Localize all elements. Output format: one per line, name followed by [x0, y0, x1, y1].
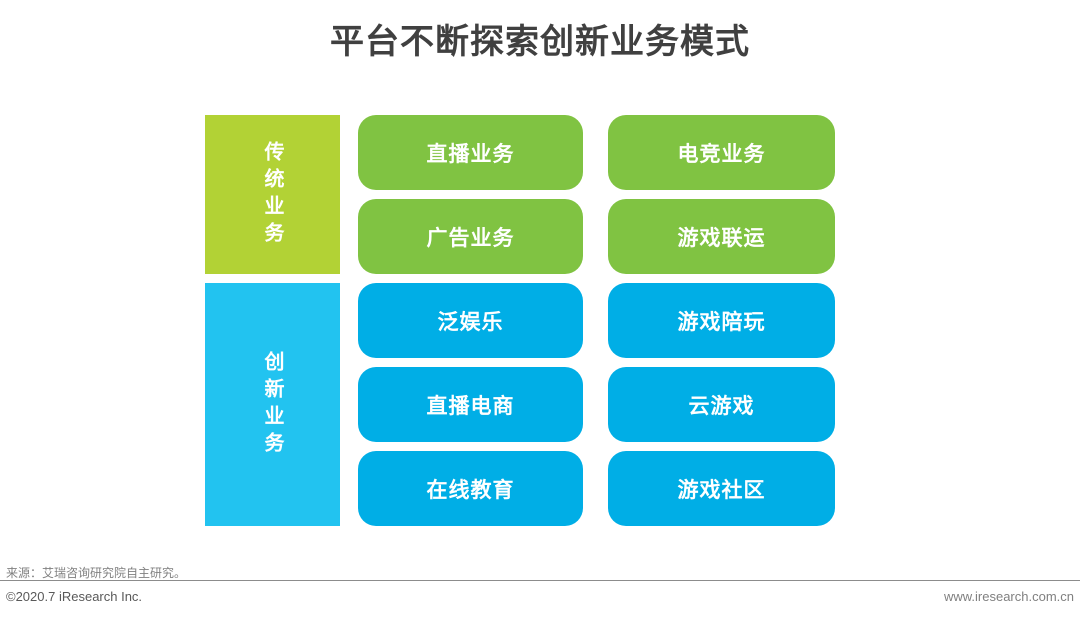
box-game-community: 游戏社区 — [608, 451, 835, 526]
box-label: 直播电商 — [426, 394, 515, 418]
box-live-streaming-business: 直播业务 — [358, 115, 583, 190]
source-note: 来源：艾瑞咨询研究院自主研究。 — [6, 566, 187, 580]
category-innovation-business: 创新业务 — [205, 283, 340, 526]
box-label: 游戏社区 — [677, 478, 766, 502]
footer-divider — [0, 580, 1080, 581]
box-pan-entertainment: 泛娱乐 — [358, 283, 583, 358]
website-url: www.iresearch.com.cn — [943, 589, 1074, 604]
box-label: 广告业务 — [426, 226, 515, 250]
box-live-streaming-ecommerce: 直播电商 — [358, 367, 583, 442]
copyright-text: ©2020.7 iResearch Inc. — [6, 589, 143, 604]
box-label: 游戏联运 — [677, 226, 766, 250]
category-traditional-label: 传统业务 — [261, 140, 283, 249]
box-esports-business: 电竞业务 — [608, 115, 835, 190]
box-label: 直播业务 — [426, 142, 515, 166]
box-label: 云游戏 — [688, 394, 755, 418]
box-advertising-business: 广告业务 — [358, 199, 583, 274]
box-online-education: 在线教育 — [358, 451, 583, 526]
box-game-companion-play: 游戏陪玩 — [608, 283, 835, 358]
box-label: 在线教育 — [426, 478, 515, 502]
box-label: 电竞业务 — [677, 142, 766, 166]
box-game-joint-operation: 游戏联运 — [608, 199, 835, 274]
page-title: 平台不断探索创新业务模式 — [330, 23, 750, 61]
box-label: 游戏陪玩 — [677, 310, 766, 334]
category-traditional-business: 传统业务 — [205, 115, 340, 274]
box-label: 泛娱乐 — [437, 310, 504, 334]
category-innovation-label: 创新业务 — [261, 350, 283, 459]
box-cloud-gaming: 云游戏 — [608, 367, 835, 442]
